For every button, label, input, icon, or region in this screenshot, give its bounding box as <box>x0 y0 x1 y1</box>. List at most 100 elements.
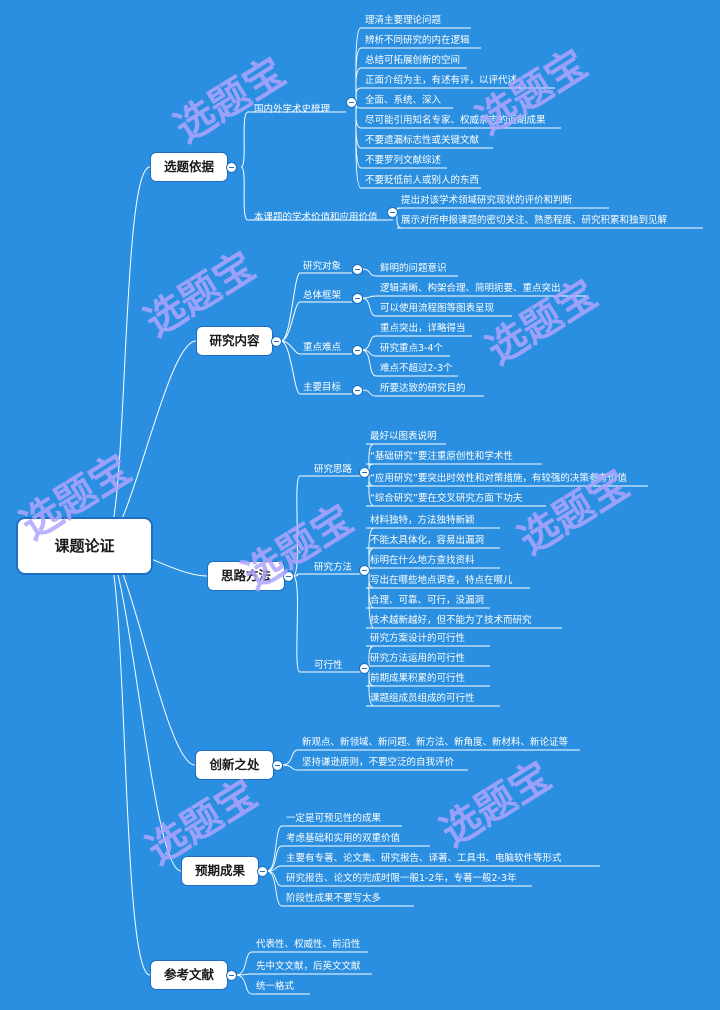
sub-topic: 可行性 <box>314 660 343 671</box>
branch-3: 思路方法 <box>207 561 285 591</box>
collapse-icon[interactable] <box>226 162 237 173</box>
collapse-icon[interactable] <box>283 571 294 582</box>
connector-line <box>361 389 377 397</box>
collapse-icon[interactable] <box>352 264 363 275</box>
leaf-item: 总结可拓展创新的空间 <box>365 55 461 66</box>
collapse-icon[interactable] <box>272 760 283 771</box>
leaf-item: 一定是可预见性的成果 <box>286 813 382 824</box>
leaf-item: 材料独特，方法独特新颖 <box>370 515 475 526</box>
collapse-icon[interactable] <box>359 467 370 478</box>
connector-line <box>361 268 377 277</box>
leaf-item: 辨析不同研究的内在逻辑 <box>365 35 470 46</box>
connector-line <box>266 825 283 872</box>
root-topic: 课题论证 <box>16 517 153 575</box>
leaf-item: 不要贬低前人或别人的东西 <box>365 175 480 186</box>
connector-line <box>103 543 196 766</box>
connector-line <box>235 951 253 976</box>
leaf-item: 主要有专著、论文集、研究报告、译著、工具书、电脑软件等形式 <box>286 853 562 864</box>
connector-line <box>361 297 377 317</box>
leaf-item: 统一格式 <box>256 981 295 992</box>
leaf-item: “综合研究”要在交叉研究方面下功夫 <box>370 493 523 504</box>
connector-line <box>266 870 283 907</box>
branch-5: 预期成果 <box>181 856 259 886</box>
connector-line <box>292 573 301 577</box>
leaf-item: “基础研究”要注重原创性和学术性 <box>370 451 513 462</box>
leaf-item: 理清主要理论问题 <box>365 15 442 26</box>
sub-topic: 主要目标 <box>303 382 342 393</box>
leaf-item: 标明在什么地方查找资料 <box>370 555 475 566</box>
sub-topic: 研究对象 <box>303 261 342 272</box>
leaf-item: 逻辑清晰、构架合理、简明扼要、重点突出 <box>380 283 561 294</box>
leaf-item: 代表性、权威性、前沿性 <box>256 939 361 950</box>
leaf-item: 研究方法运用的可行性 <box>370 653 466 664</box>
leaf-item: 前期成果积累的可行性 <box>370 673 466 684</box>
connector-line <box>292 575 301 673</box>
sub-topic: 本课题的学术价值和应用价值 <box>254 212 378 223</box>
leaf-item: 正面介绍为主，有述有评，以评代述 <box>365 75 518 86</box>
connector-line <box>355 101 362 149</box>
leaf-item: 不要罗列文献综述 <box>365 155 442 166</box>
collapse-icon[interactable] <box>359 565 370 576</box>
leaf-item: 考虑基础和实用的双重价值 <box>286 833 401 844</box>
leaf-item: 阶段性成果不要写太多 <box>286 893 382 904</box>
leaf-item: 研究重点3-4个 <box>380 343 444 354</box>
leaf-item: 不能太具体化，容易出漏洞 <box>370 535 485 546</box>
connector-line <box>240 166 249 221</box>
leaf-item: 提出对该学术领域研究现状的评价和判断 <box>401 195 573 206</box>
leaf-item: 所要达致的研究目的 <box>380 383 466 394</box>
leaf-item: 课题组成员组成的可行性 <box>370 693 475 704</box>
leaf-item: 重点突出，详略得当 <box>380 323 466 334</box>
leaf-item: 研究方案设计的可行性 <box>370 633 466 644</box>
leaf-item: 不要遗漏标志性或关键文献 <box>365 135 480 146</box>
branch-6: 参考文献 <box>150 960 228 990</box>
collapse-icon[interactable] <box>271 336 282 347</box>
leaf-item: 坚持谦逊原则，不要空泛的自我评价 <box>302 757 455 768</box>
leaf-item: 新观点、新领域、新问题、新方法、新角度、新材料、新论证等 <box>302 737 569 748</box>
branch-2: 研究内容 <box>196 326 273 356</box>
connector-line <box>280 301 301 342</box>
connector-line <box>361 349 377 377</box>
connector-line <box>292 475 301 577</box>
leaf-item: 全面、系统、深入 <box>365 95 442 106</box>
sub-topic: 研究方法 <box>314 562 353 573</box>
leaf-item: 可以使用流程图等图表呈现 <box>380 303 495 314</box>
connector-line <box>103 543 151 976</box>
collapse-icon[interactable] <box>352 345 363 356</box>
leaf-item: 展示对所申报课题的密切关注、熟悉程度、研究积累和独到见解 <box>401 215 668 226</box>
sub-topic: 国内外学术史梳理 <box>254 104 331 115</box>
leaf-item: 难点不超过2-3个 <box>380 363 453 374</box>
collapse-icon[interactable] <box>359 663 370 674</box>
sub-topic: 重点难点 <box>303 342 342 353</box>
leaf-item: 最好以图表说明 <box>370 431 437 442</box>
leaf-item: 鲜明的问题意识 <box>380 263 447 274</box>
leaf-item: 尽可能引用知名专家、权威杂志的近期成果 <box>365 115 546 126</box>
leaf-item: “应用研究”要突出时效性和对策措施，有较强的决策参考价值 <box>370 473 627 484</box>
connector-line <box>280 340 301 355</box>
leaf-item: 写出在哪些地点调查，特点在哪儿 <box>370 575 513 586</box>
collapse-icon[interactable] <box>226 970 237 981</box>
connector-line <box>103 340 197 545</box>
branch-4: 创新之处 <box>195 750 274 780</box>
collapse-icon[interactable] <box>352 385 363 396</box>
branch-1: 选题依据 <box>150 152 228 182</box>
connector-line <box>266 845 283 872</box>
sub-topic: 总体框架 <box>303 290 342 301</box>
leaf-item: 技术越新越好，但不能为了技术而研究 <box>370 615 532 626</box>
connector-line <box>361 295 377 299</box>
connector-line <box>361 335 377 351</box>
leaf-item: 研究报告、论文的完成时限一般1-2年，专著一般2-3年 <box>286 873 517 884</box>
connector-line <box>103 166 151 545</box>
collapse-icon[interactable] <box>352 293 363 304</box>
collapse-icon[interactable] <box>346 97 357 108</box>
connector-line <box>280 340 301 395</box>
connector-line <box>281 764 299 771</box>
connector-line <box>355 101 362 129</box>
collapse-icon[interactable] <box>257 866 268 877</box>
connector-line <box>355 67 362 103</box>
collapse-icon[interactable] <box>387 207 398 218</box>
sub-topic: 研究思路 <box>314 464 353 475</box>
leaf-item: 先中文文献，后英文文献 <box>256 961 361 972</box>
connector-line <box>240 111 249 168</box>
connector-line <box>280 272 301 342</box>
connector-line <box>281 749 299 766</box>
